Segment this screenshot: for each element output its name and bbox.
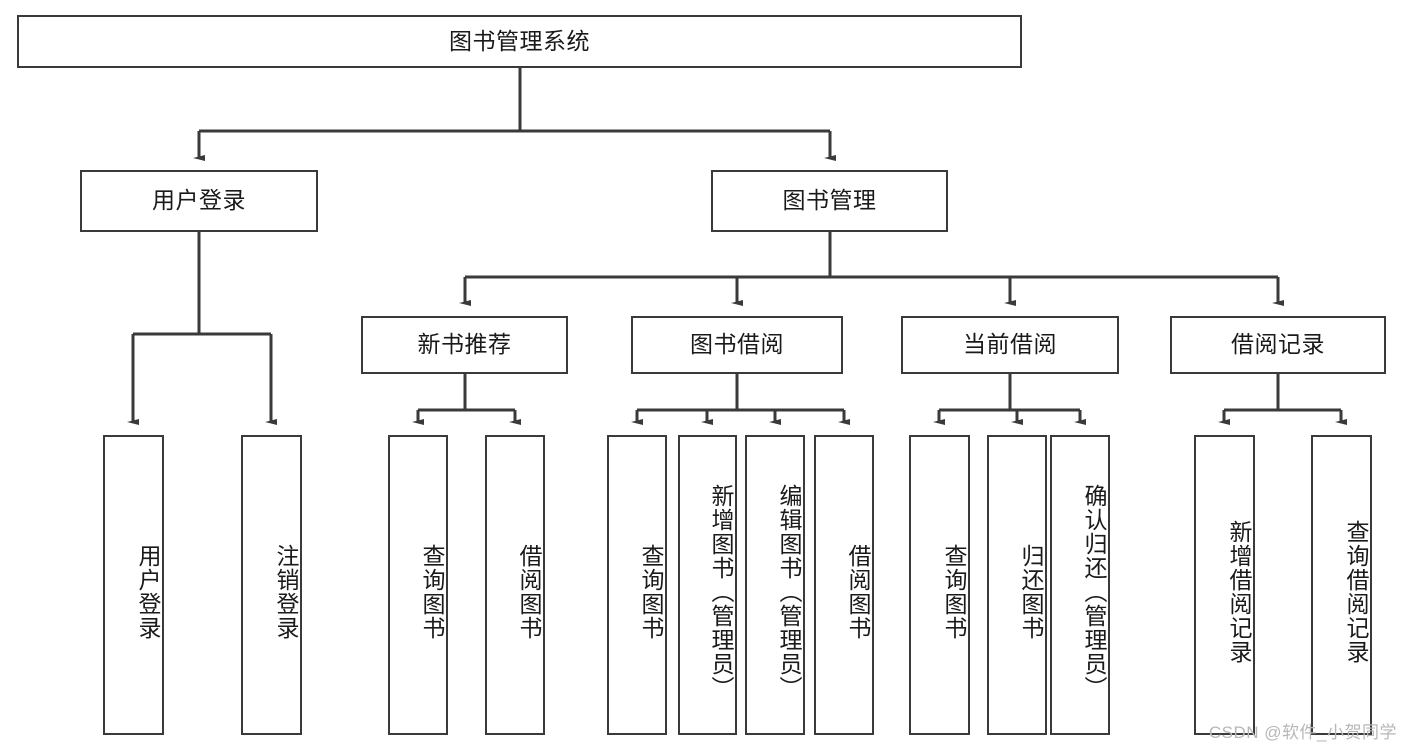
leaf-confirm-return-label: 确认归还（管理员） (1081, 484, 1107, 700)
leaf-user-login[interactable]: 用户登录 (103, 435, 164, 735)
leaf-logout[interactable]: 注销登录 (241, 435, 302, 735)
leaf-query-record[interactable]: 查询借阅记录 (1311, 435, 1372, 735)
leaf-confirm-return[interactable]: 确认归还（管理员） (1050, 435, 1110, 735)
node-new-book-rec[interactable]: 新书推荐 (361, 316, 568, 374)
node-new-book-rec-label: 新书推荐 (417, 331, 512, 358)
node-current-borrow-label: 当前借阅 (963, 331, 1057, 358)
leaf-add-record-label: 新增借阅记录 (1226, 520, 1252, 664)
watermark: CSDN @软件_小贺同学 (1208, 723, 1397, 742)
leaf-query-book-3-label: 查询图书 (941, 544, 967, 640)
leaf-query-book-1-label: 查询图书 (419, 544, 445, 640)
node-user-login[interactable]: 用户登录 (80, 170, 318, 232)
leaf-query-book-2[interactable]: 查询图书 (607, 435, 667, 735)
node-user-login-label: 用户登录 (152, 187, 246, 214)
node-borrow-record[interactable]: 借阅记录 (1170, 316, 1386, 374)
node-current-borrow[interactable]: 当前借阅 (901, 316, 1119, 374)
leaf-edit-book[interactable]: 编辑图书（管理员） (745, 435, 805, 735)
node-book-manage[interactable]: 图书管理 (711, 170, 948, 232)
leaf-logout-label: 注销登录 (273, 544, 299, 640)
node-root-label: 图书管理系统 (449, 27, 590, 54)
node-book-manage-label: 图书管理 (782, 187, 877, 214)
leaf-edit-book-label: 编辑图书（管理员） (776, 484, 802, 700)
node-borrow-record-label: 借阅记录 (1231, 331, 1325, 358)
node-book-borrow-label: 图书借阅 (690, 331, 784, 358)
leaf-return-book-label: 归还图书 (1018, 544, 1044, 640)
node-root[interactable]: 图书管理系统 (17, 15, 1022, 68)
leaf-borrow-book-2-label: 借阅图书 (845, 544, 871, 640)
leaf-user-login-label: 用户登录 (135, 544, 161, 640)
leaf-add-record[interactable]: 新增借阅记录 (1194, 435, 1255, 735)
leaf-query-book-3[interactable]: 查询图书 (909, 435, 970, 735)
leaf-borrow-book-1[interactable]: 借阅图书 (485, 435, 545, 735)
leaf-return-book[interactable]: 归还图书 (987, 435, 1047, 735)
leaf-add-book-label: 新增图书（管理员） (708, 484, 734, 700)
node-book-borrow[interactable]: 图书借阅 (631, 316, 843, 374)
leaf-borrow-book-1-label: 借阅图书 (516, 544, 542, 640)
leaf-query-book-2-label: 查询图书 (638, 544, 664, 640)
leaf-query-record-label: 查询借阅记录 (1343, 520, 1369, 664)
leaf-add-book[interactable]: 新增图书（管理员） (678, 435, 737, 735)
leaf-borrow-book-2[interactable]: 借阅图书 (814, 435, 874, 735)
leaf-query-book-1[interactable]: 查询图书 (388, 435, 448, 735)
